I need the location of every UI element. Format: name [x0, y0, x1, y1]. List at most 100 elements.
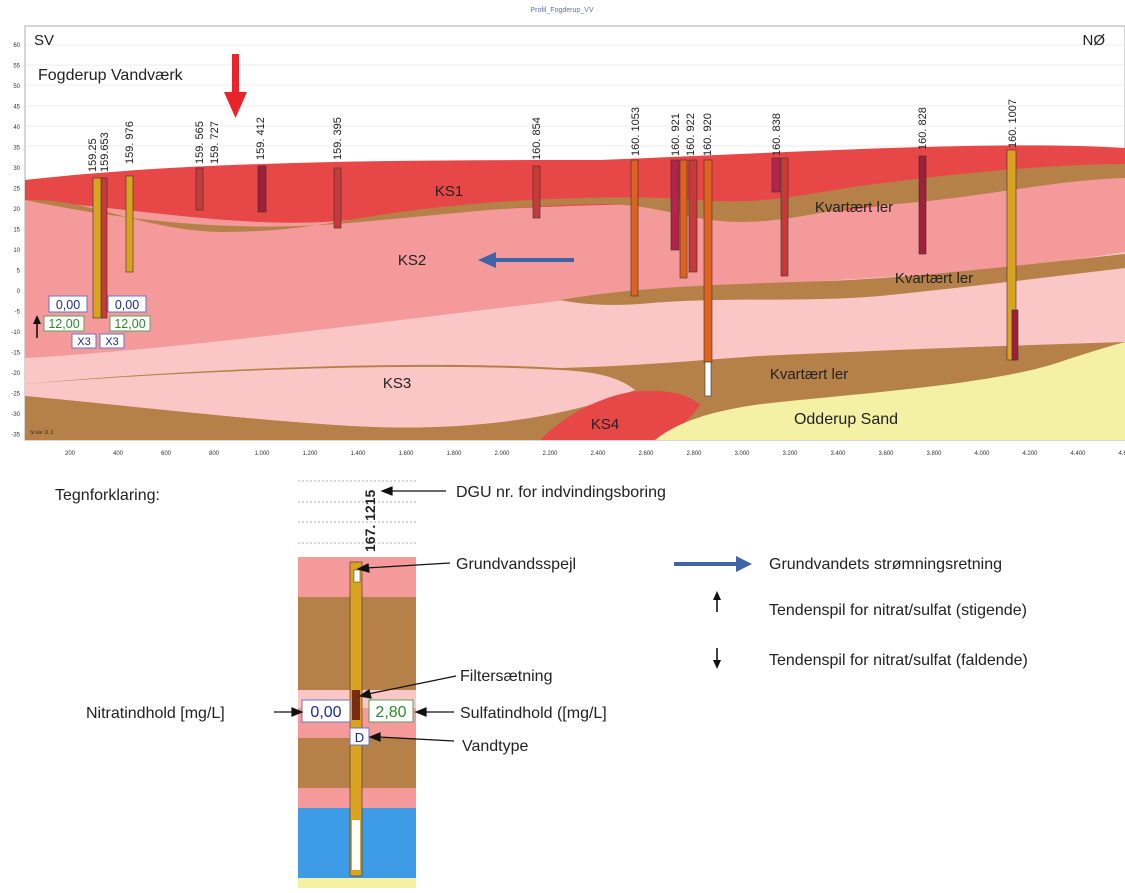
well-labels: 159.25 159.653 159. 976 159. 565 159. 72…	[87, 99, 1019, 172]
profile-panel: 159.25 159.653 159. 976 159. 565 159. 72…	[11, 25, 1125, 457]
legend-trend-down: Tendenspil for nitrat/sulfat (faldende)	[769, 652, 1028, 669]
legend-sulfate-value: 2,80	[375, 704, 406, 721]
legend-flow-arrow	[674, 556, 752, 572]
sulfate-box	[109, 315, 151, 332]
legend-well-id: 167. 1215	[362, 490, 378, 552]
x-tick-label: 200	[65, 451, 76, 457]
borehole-12-filter	[704, 361, 712, 397]
x-tick-label: 2.600	[638, 451, 654, 457]
nitrate-value: 0,00	[115, 298, 139, 312]
y-tick-label: 40	[13, 125, 20, 131]
legend-nitrate-label: Nitratindhold [mg/L]	[86, 705, 225, 722]
y-tick-label: 50	[13, 84, 20, 90]
x-tick-label: 4.200	[1022, 451, 1038, 457]
direction-right: NØ	[1083, 32, 1106, 49]
well-label: 160. 838	[771, 113, 783, 156]
layer-clay-mid	[560, 254, 1125, 305]
readings: 0,00 12,00 X3 0,00 12,00 X3	[33, 295, 151, 349]
y-tick-label: 55	[13, 64, 20, 70]
y-tick-label: 20	[13, 207, 20, 213]
legend-trend-up-icon	[713, 591, 721, 612]
borehole-16	[1006, 149, 1017, 361]
legend-groundwater-table: Grundvandsspejl	[456, 556, 576, 573]
y-tick-label: 45	[13, 105, 20, 111]
y-tick-label: -5	[15, 310, 21, 316]
x-tick-label: 3.000	[734, 451, 750, 457]
legend-sulfate-box	[368, 699, 414, 723]
well-label: 160. 854	[531, 117, 543, 160]
y-tick-label: 60	[13, 43, 20, 49]
legend-guides	[298, 480, 416, 544]
well-label: 160. 920	[702, 113, 714, 156]
well-label: 159. 412	[255, 117, 267, 160]
sulfate-box	[43, 315, 85, 332]
x-tick-label: 2.400	[590, 451, 606, 457]
borehole-1	[92, 177, 103, 319]
label-odderup-sand: Odderup Sand	[794, 411, 898, 428]
y-tick-label: 15	[13, 228, 20, 234]
borehole-4	[195, 167, 204, 211]
y-tick-label: -15	[11, 351, 20, 357]
borehole-6	[333, 167, 342, 229]
y-tick-label: 5	[17, 269, 21, 275]
well-label: 159. 727	[209, 121, 221, 164]
y-tick-label: -35	[11, 433, 20, 439]
layer-ks3-lower	[25, 366, 635, 428]
borehole-10	[679, 159, 688, 279]
y-tick-label: -10	[11, 330, 20, 336]
site-label: Fogderup Vandværk	[38, 67, 184, 84]
legend-nitrate-box	[301, 699, 351, 723]
label-clay-3: Kvartært ler	[770, 366, 848, 383]
well-label: 159. 565	[194, 121, 206, 164]
x-tick-label: 800	[209, 451, 220, 457]
water-type-box	[99, 333, 125, 349]
label-clay-1: Kvartært ler	[815, 199, 893, 216]
borehole-13	[771, 157, 781, 193]
x-tick-label: 2.000	[494, 451, 510, 457]
legend-title: Tegnforklaring:	[55, 487, 160, 504]
grid-lines	[25, 44, 1125, 147]
x-tick-label: 4.600	[1118, 451, 1125, 457]
borehole-11	[688, 159, 698, 273]
x-tick-label: 4.000	[974, 451, 990, 457]
layer-clay-bottom	[25, 396, 660, 440]
x-tick-label: 1.000	[254, 451, 270, 457]
boreholes	[92, 149, 1019, 397]
x-tick-label: 2.200	[542, 451, 558, 457]
trend-up-icon	[33, 315, 41, 338]
borehole-16-filter	[1011, 309, 1019, 361]
borehole-8	[630, 159, 639, 297]
x-tick-label: 400	[113, 451, 124, 457]
y-tick-label: 25	[13, 187, 20, 193]
legend-water-type-label: Vandtype	[462, 738, 529, 755]
x-tick-label: 1.800	[446, 451, 462, 457]
x-tick-label: 1.600	[398, 451, 414, 457]
sulfate-value: 12,00	[48, 317, 79, 331]
y-tick-label: -30	[11, 412, 20, 418]
borehole-5	[257, 165, 267, 213]
y-tick-label: 30	[13, 166, 20, 172]
label-clay-2: Kvartært ler	[895, 270, 973, 287]
water-type-box	[71, 333, 97, 349]
legend-flow: Grundvandets strømningsretning	[769, 556, 1002, 573]
water-type: X3	[105, 336, 118, 348]
sulfate-value: 12,00	[114, 317, 145, 331]
direction-left: SV	[34, 32, 54, 49]
legend-water-type-value: D	[355, 730, 364, 745]
legend-dgu: DGU nr. for indvindingsboring	[456, 484, 666, 501]
water-type: X3	[77, 336, 90, 348]
legend: Tegnforklaring: 167. 1215 0,00 2,80	[55, 480, 1028, 888]
label-ks1: KS1	[435, 183, 463, 200]
y-axis-ticks: 605550454035302520151050-5-10-15-20-25-3…	[11, 43, 20, 439]
x-tick-label: 3.200	[782, 451, 798, 457]
x-tick-label: 3.400	[830, 451, 846, 457]
label-ks4: KS4	[591, 416, 619, 433]
borehole-7	[532, 165, 541, 219]
well-label: 160. 1007	[1007, 99, 1019, 148]
well-label: 160. 1053	[630, 107, 642, 156]
legend-sulfate-label: Sulfatindhold ([mg/L]	[460, 705, 607, 722]
legend-water-type-box	[349, 727, 370, 746]
borehole-14	[780, 157, 789, 277]
legend-nitrate-value: 0,00	[310, 704, 341, 721]
